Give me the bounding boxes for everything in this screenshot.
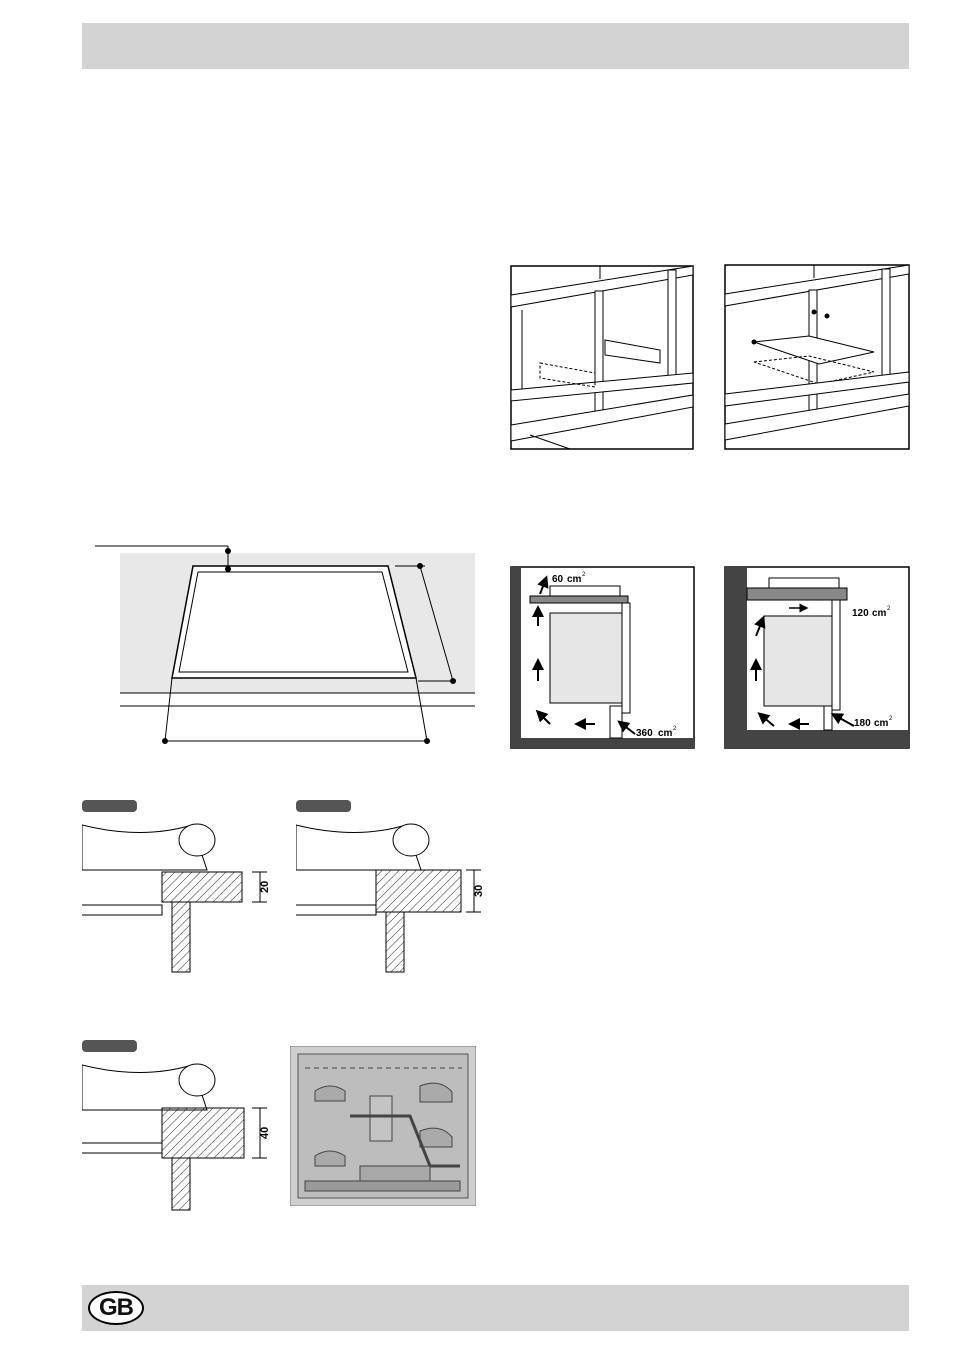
vent-top-label-right: 120: [852, 608, 869, 619]
section-figure-30: 30: [296, 795, 486, 980]
section-30-label: 30: [473, 885, 485, 897]
vent-bottom-label: 360: [636, 728, 653, 739]
country-badge: GB: [88, 1291, 144, 1325]
vent-bottom-label-right: 180: [854, 718, 871, 729]
cabinet-strip-figure: [510, 265, 694, 450]
vent-top-unit: cm: [567, 574, 582, 585]
section-figure-20: 20: [82, 795, 272, 980]
cabinet-shelf-figure: [724, 264, 910, 450]
section-20-label: 20: [259, 881, 271, 893]
header-bar: [82, 23, 909, 69]
ventilation-figure-right: 120 cm 2 180 cm 2: [724, 566, 910, 749]
footer-bar: [82, 1285, 909, 1331]
cutout-figure: [90, 538, 480, 748]
ventilation-figure-left: 60 cm 2 360 cm 2: [510, 566, 695, 749]
vent-bottom-unit-right: cm: [874, 718, 889, 729]
section-figure-40: 40: [82, 1035, 272, 1215]
section-40-label: 40: [259, 1127, 271, 1139]
vent-top-unit-right: cm: [872, 608, 887, 619]
hob-underside-image: [290, 1046, 476, 1206]
vent-top-label: 60: [552, 574, 564, 585]
vent-bottom-unit: cm: [658, 728, 673, 739]
